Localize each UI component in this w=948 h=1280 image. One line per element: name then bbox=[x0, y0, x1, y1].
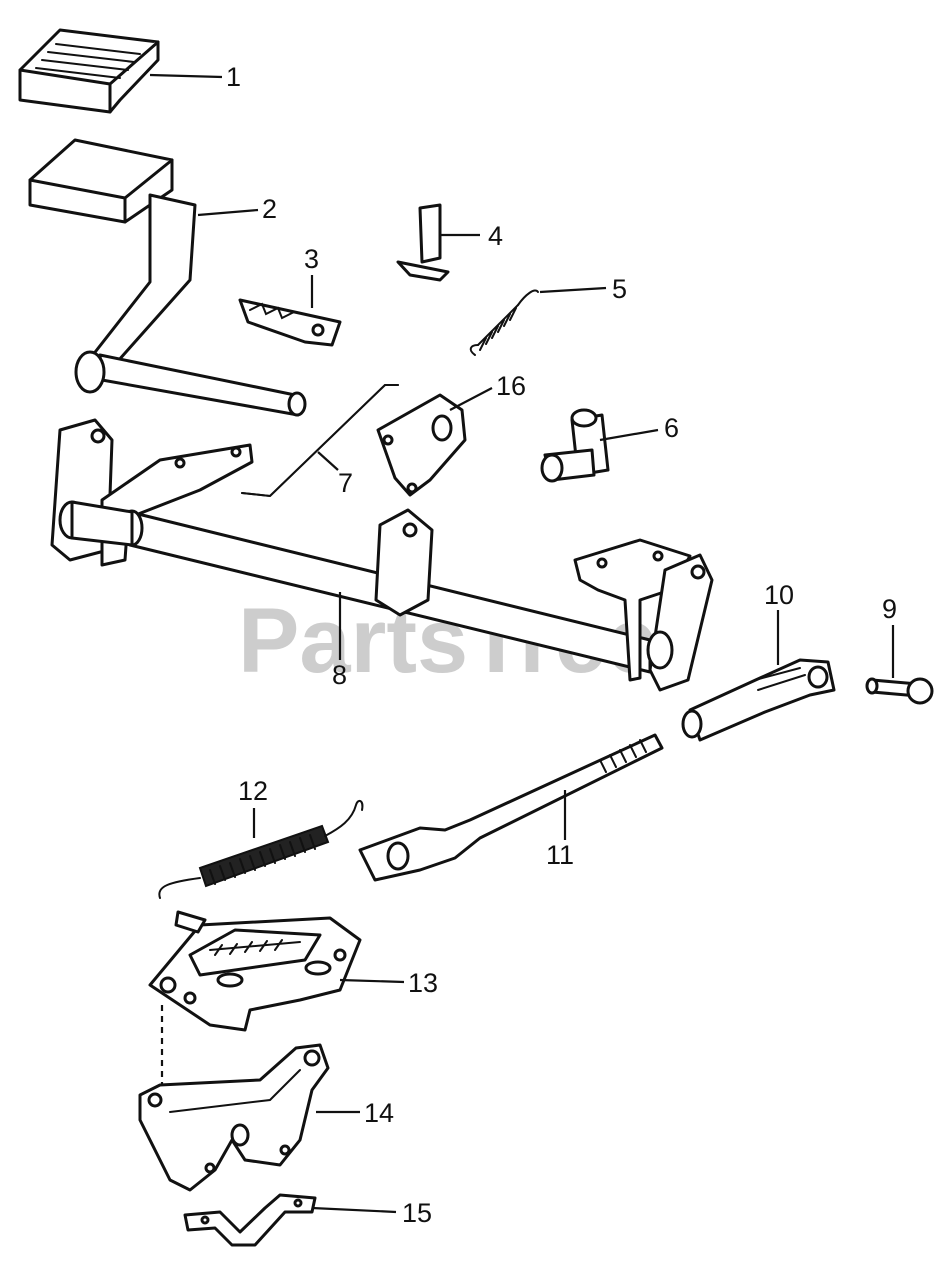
callout-16: 16 bbox=[496, 371, 526, 401]
part-3-ratchet-plate[interactable] bbox=[238, 298, 342, 347]
leader-13 bbox=[339, 978, 405, 984]
callout-8: 8 bbox=[332, 660, 347, 690]
part-11-threaded-rod[interactable] bbox=[358, 733, 664, 882]
callout-2: 2 bbox=[262, 194, 277, 224]
callout-12: 12 bbox=[238, 776, 268, 806]
callout-4: 4 bbox=[488, 221, 503, 251]
callout-5: 5 bbox=[612, 274, 627, 304]
part-9-clevis-pin[interactable] bbox=[865, 677, 934, 705]
part-8-cross-shaft[interactable] bbox=[50, 418, 714, 692]
leader-16 bbox=[449, 387, 493, 411]
part-2-brake-pedal[interactable] bbox=[28, 138, 307, 417]
callout-14: 14 bbox=[364, 1098, 394, 1128]
callout-10: 10 bbox=[764, 580, 794, 610]
callout-15: 15 bbox=[402, 1198, 432, 1228]
leader-1 bbox=[149, 73, 223, 79]
part-1-pedal-pad[interactable] bbox=[18, 28, 160, 114]
part-5-spring[interactable] bbox=[469, 289, 539, 356]
callout-9: 9 bbox=[882, 594, 897, 624]
leader-7 bbox=[317, 451, 339, 471]
part-12-spring[interactable] bbox=[158, 799, 364, 899]
leader-6 bbox=[599, 428, 659, 442]
part-15-strap[interactable] bbox=[183, 1193, 317, 1247]
part-13-quadrant[interactable] bbox=[148, 910, 362, 1032]
callout-11: 11 bbox=[546, 840, 574, 870]
part-14-bracket[interactable] bbox=[138, 1043, 330, 1192]
part-7-rod[interactable] bbox=[241, 384, 399, 498]
part-16-plate[interactable] bbox=[376, 393, 467, 497]
part-4-pawl[interactable] bbox=[396, 203, 450, 282]
callout-7: 7 bbox=[338, 468, 353, 498]
callout-1: 1 bbox=[226, 62, 241, 92]
leader-5 bbox=[539, 286, 607, 294]
part-10-clevis[interactable] bbox=[681, 658, 836, 742]
leader-15 bbox=[311, 1206, 397, 1214]
callout-3: 3 bbox=[304, 244, 319, 274]
part-6-collar[interactable] bbox=[540, 408, 610, 483]
callout-6: 6 bbox=[664, 413, 679, 443]
callout-13: 13 bbox=[408, 968, 438, 998]
leader-2 bbox=[197, 208, 259, 217]
